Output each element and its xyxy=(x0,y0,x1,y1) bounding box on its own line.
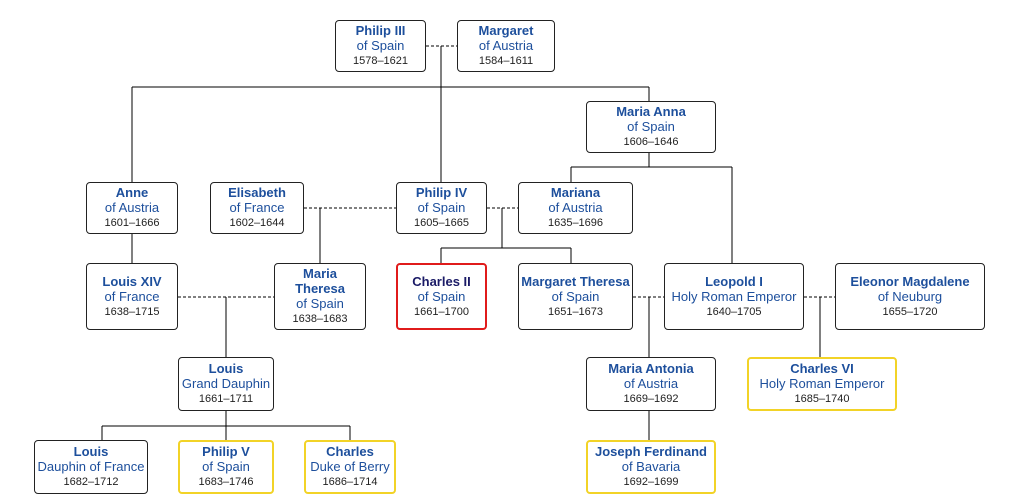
person-name: Maria Theresa xyxy=(295,266,345,296)
person-philip-iii[interactable]: Philip III of Spain 1578–1621 xyxy=(335,20,426,72)
person-title: of Spain xyxy=(417,200,466,215)
person-years: 1651–1673 xyxy=(547,305,604,318)
person-charles-ii[interactable]: Charles II of Spain 1661–1700 xyxy=(396,263,487,330)
person-name: Charles II xyxy=(412,273,471,289)
person-title: of Neuburg xyxy=(877,288,943,304)
person-name: Louis XIV xyxy=(102,273,162,289)
person-margaret-theresa[interactable]: Margaret Theresa of Spain 1651–1673 xyxy=(518,263,633,330)
person-years: 1692–1699 xyxy=(623,476,679,488)
person-name: Maria Antonia xyxy=(608,361,694,376)
person-name: Eleonor Magdalene xyxy=(850,273,970,289)
person-title: of Spain xyxy=(202,459,250,474)
person-eleonor-magdalene[interactable]: Eleonor Magdalene of Neuburg 1655–1720 xyxy=(835,263,985,330)
person-name: Mariana xyxy=(550,185,601,200)
person-years: 1661–1700 xyxy=(413,305,470,318)
person-title: Duke of Berry xyxy=(310,459,390,474)
person-years: 1683–1746 xyxy=(198,476,254,488)
person-louis-xiv[interactable]: Louis XIV of France 1638–1715 xyxy=(86,263,178,330)
person-name: Charles VI xyxy=(790,361,854,376)
person-leopold-i[interactable]: Leopold I Holy Roman Emperor 1640–1705 xyxy=(664,263,804,330)
person-name: Margaret Theresa xyxy=(521,273,630,289)
person-years: 1635–1696 xyxy=(547,217,604,229)
person-years: 1602–1644 xyxy=(229,217,285,229)
person-name: Elisabeth xyxy=(228,185,286,200)
person-name: Philip IV xyxy=(415,185,468,200)
person-years: 1685–1740 xyxy=(794,393,850,405)
person-title: of Austria xyxy=(104,200,160,215)
person-name: Philip V xyxy=(202,444,250,459)
person-title: of Spain xyxy=(551,288,600,304)
person-name: Louis xyxy=(73,444,109,459)
person-philip-v[interactable]: Philip V of Spain 1683–1746 xyxy=(178,440,274,494)
person-anne[interactable]: Anne of Austria 1601–1666 xyxy=(86,182,178,234)
person-years: 1578–1621 xyxy=(352,55,409,67)
person-margaret[interactable]: Margaret of Austria 1584–1611 xyxy=(457,20,555,72)
person-years: 1605–1665 xyxy=(413,217,470,229)
person-mariana[interactable]: Mariana of Austria 1635–1696 xyxy=(518,182,633,234)
person-philip-iv[interactable]: Philip IV of Spain 1605–1665 xyxy=(396,182,487,234)
person-years: 1601–1666 xyxy=(104,217,160,229)
person-years: 1638–1683 xyxy=(292,313,348,325)
person-years: 1606–1646 xyxy=(623,136,679,148)
person-joseph-ferdinand[interactable]: Joseph Ferdinand of Bavaria 1692–1699 xyxy=(586,440,716,494)
person-charles-vi[interactable]: Charles VI Holy Roman Emperor 1685–1740 xyxy=(747,357,897,411)
person-title: of Austria xyxy=(548,200,603,215)
person-title: of Austria xyxy=(478,38,534,53)
person-title: of France xyxy=(229,200,285,215)
person-years: 1682–1712 xyxy=(63,476,119,488)
person-title: of Spain xyxy=(356,38,405,53)
person-name: Maria Anna xyxy=(616,104,686,119)
person-years: 1661–1711 xyxy=(198,393,254,405)
person-maria-theresa[interactable]: Maria Theresa of Spain 1638–1683 xyxy=(274,263,366,330)
person-name: Joseph Ferdinand xyxy=(595,444,707,459)
person-title: Holy Roman Emperor xyxy=(671,288,797,304)
person-name: Anne xyxy=(115,185,149,200)
person-maria-antonia[interactable]: Maria Antonia of Austria 1669–1692 xyxy=(586,357,716,411)
person-louis-dauphin[interactable]: Louis Dauphin of France 1682–1712 xyxy=(34,440,148,494)
person-title: of Spain xyxy=(417,288,466,304)
person-grand-dauphin[interactable]: Louis Grand Dauphin 1661–1711 xyxy=(178,357,274,411)
person-name: Margaret xyxy=(478,23,534,38)
person-years: 1584–1611 xyxy=(478,55,534,67)
person-title: Dauphin of France xyxy=(37,459,145,474)
person-title: of Bavaria xyxy=(621,459,681,474)
person-title: of Spain xyxy=(296,296,344,311)
person-charles-berry[interactable]: Charles Duke of Berry 1686–1714 xyxy=(304,440,396,494)
person-title: of Spain xyxy=(627,119,675,134)
person-name: Charles xyxy=(326,444,374,459)
person-elisabeth[interactable]: Elisabeth of France 1602–1644 xyxy=(210,182,304,234)
person-years: 1669–1692 xyxy=(623,393,679,405)
person-years: 1686–1714 xyxy=(322,476,378,488)
person-years: 1655–1720 xyxy=(882,305,938,318)
person-name: Leopold I xyxy=(705,273,763,289)
person-years: 1640–1705 xyxy=(706,305,762,318)
person-maria-anna[interactable]: Maria Anna of Spain 1606–1646 xyxy=(586,101,716,153)
person-title: Holy Roman Emperor xyxy=(759,376,885,391)
person-name: Philip III xyxy=(355,23,406,38)
person-title: Grand Dauphin xyxy=(181,376,271,391)
person-name: Louis xyxy=(208,361,244,376)
person-title: of Austria xyxy=(623,376,679,391)
person-years: 1638–1715 xyxy=(104,305,160,318)
person-title: of France xyxy=(104,288,160,304)
